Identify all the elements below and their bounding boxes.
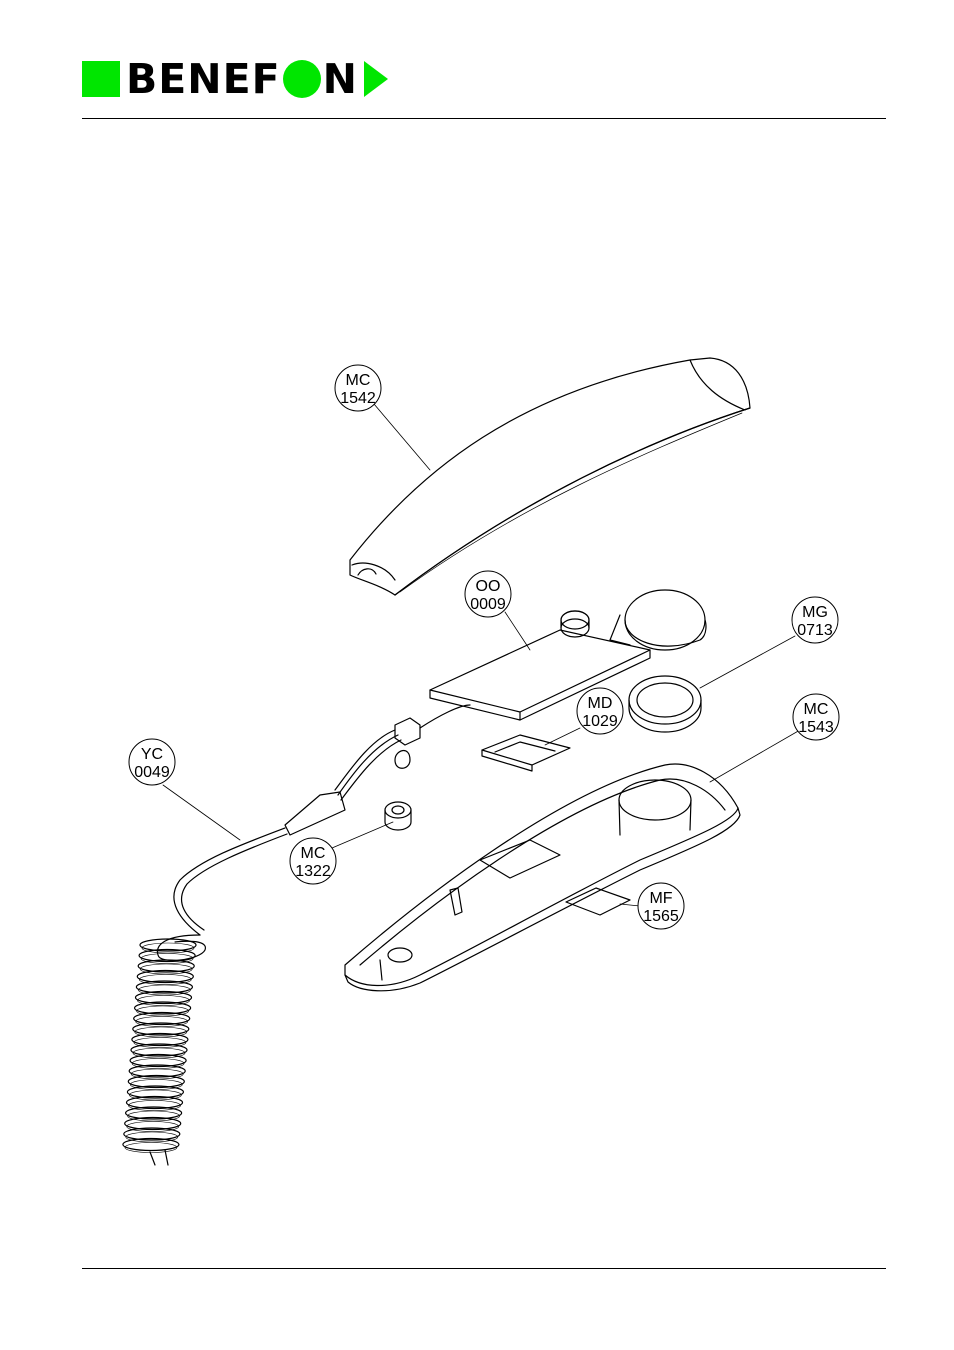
part-number: 0009 xyxy=(470,596,506,613)
shield-plate-part xyxy=(482,735,570,771)
part-code: MF xyxy=(649,890,672,907)
part-number: 1543 xyxy=(798,719,834,736)
part-code: YC xyxy=(141,746,163,763)
part-number: 0713 xyxy=(797,622,833,639)
upper-housing-part xyxy=(350,358,750,595)
coiled-cable-part xyxy=(123,705,470,1165)
part-code: OO xyxy=(476,578,501,595)
leader-lines xyxy=(163,404,800,906)
part-code: MC xyxy=(346,372,371,389)
part-number: 1565 xyxy=(643,908,679,925)
part-number: 1542 xyxy=(340,390,376,407)
ferrite-ring-part xyxy=(385,802,411,830)
part-number: 1322 xyxy=(295,863,331,880)
part-number: 0049 xyxy=(134,764,170,781)
part-number: 1029 xyxy=(582,713,618,730)
part-code: MC xyxy=(301,845,326,862)
part-code: MC xyxy=(804,701,829,718)
part-code: MG xyxy=(802,604,828,621)
gasket-ring-part xyxy=(629,676,701,732)
part-code: MD xyxy=(588,695,613,712)
footer-divider xyxy=(82,1268,886,1269)
lower-housing-part xyxy=(345,764,740,991)
label-sticker-part xyxy=(566,888,630,915)
